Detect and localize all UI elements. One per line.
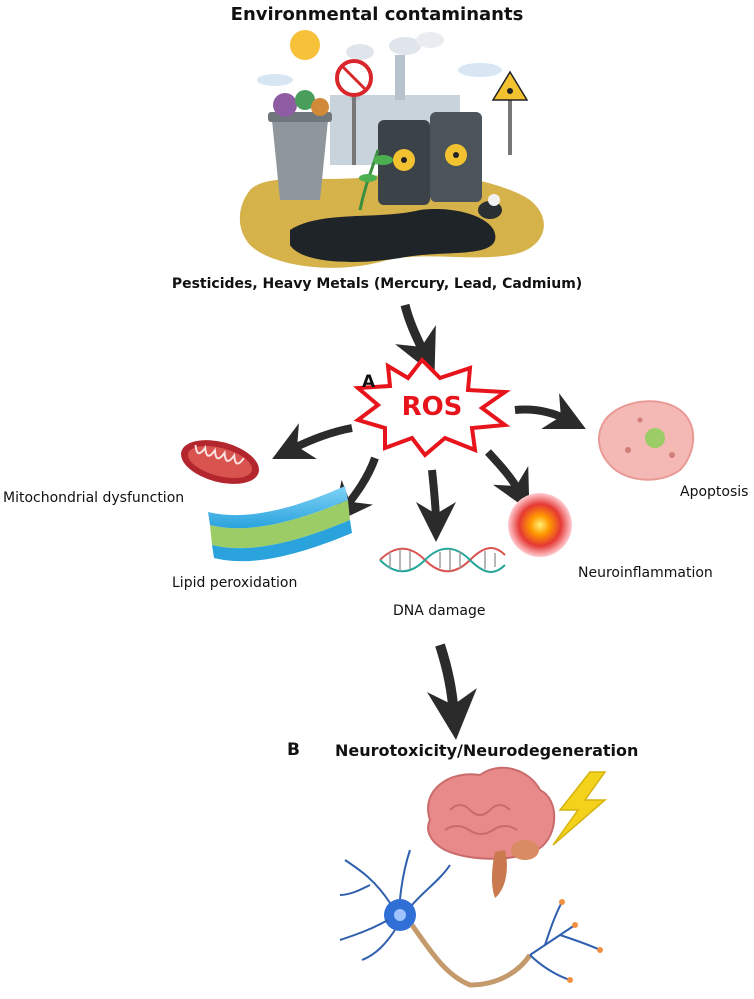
apoptotic-cell-icon <box>598 400 695 481</box>
arrow-to-apoptosis <box>514 393 586 429</box>
dna-strand-icon <box>379 547 506 573</box>
lipid-bilayer-icon <box>208 486 352 562</box>
arrow-to-ros <box>395 303 436 376</box>
neuron-icon <box>339 849 603 988</box>
neuroinflammation-label: Neuroinflammation <box>578 565 713 581</box>
panel-label-b: B <box>287 740 300 760</box>
arrow-to-mitochondria <box>272 423 353 459</box>
contaminant-sources-label: Pesticides, Heavy Metals (Mercury, Lead,… <box>171 276 583 292</box>
page-title: Environmental contaminants <box>230 4 524 25</box>
arrow-to-neuroinflammation <box>485 449 530 511</box>
lipid-peroxidation-label: Lipid peroxidation <box>172 575 298 591</box>
outcome-label: Neurotoxicity/Neurodegeneration <box>335 741 639 760</box>
arrow-to-outcome <box>427 643 477 740</box>
panel-label-a: A <box>362 372 376 392</box>
arrow-to-lipid <box>332 456 379 524</box>
brain-icon <box>427 766 556 898</box>
mitochondrial-dysfunction-label: Mitochondrial dysfunction <box>3 490 185 506</box>
lightning-icon <box>552 771 608 846</box>
mitochondrion-icon <box>181 440 259 484</box>
ros-label: ROS <box>401 392 463 422</box>
arrow-to-dna <box>415 469 456 542</box>
apoptosis-label: Apoptosis <box>680 484 749 500</box>
dna-damage-label: DNA damage <box>393 603 486 619</box>
inflammation-icon <box>508 493 572 557</box>
pollution-scene-illustration <box>239 30 544 268</box>
ros-starburst <box>352 356 511 458</box>
